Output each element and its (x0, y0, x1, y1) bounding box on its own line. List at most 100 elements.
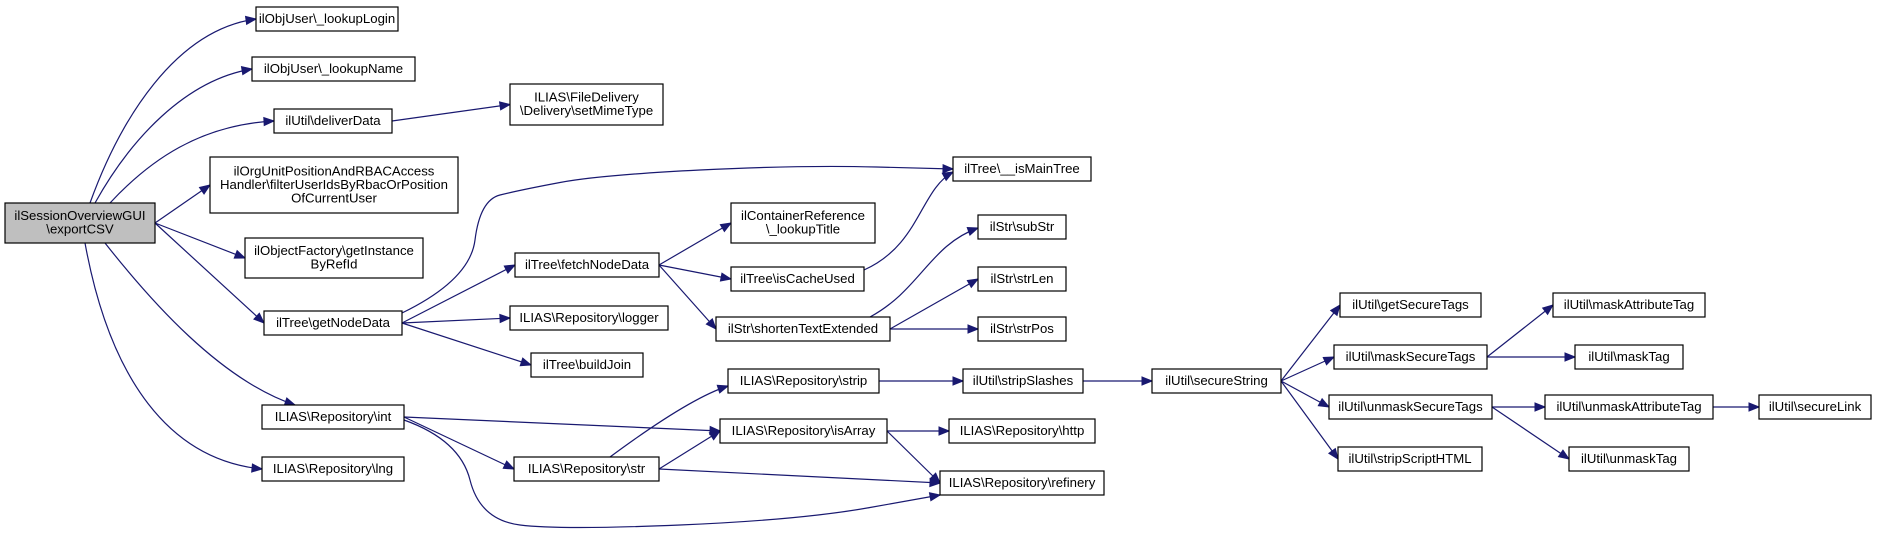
node-getSecureTags[interactable]: ilUtil\getSecureTags (1339, 292, 1482, 318)
node-box (1339, 292, 1482, 318)
node-lookupTitle[interactable]: ilContainerReference\_lookupTitle (730, 202, 876, 244)
node-lookupName[interactable]: ilObjUser\_lookupName (251, 56, 416, 82)
arrowhead (1557, 449, 1571, 460)
edge-str-to-refinery (658, 468, 942, 488)
node-str[interactable]: ILIAS\Repository\str (513, 456, 660, 482)
edge-deliverData-to-setMimeType (391, 101, 512, 122)
node-label: ilSessionOverviewGUI (14, 208, 145, 223)
edge-root-to-getNodeData (154, 222, 265, 324)
node-box (715, 316, 891, 342)
arrowhead (966, 227, 980, 236)
node-stripScriptHTML[interactable]: ilUtil\stripScriptHTML (1337, 446, 1483, 472)
node-label: ilTree\getNodeData (276, 315, 391, 330)
node-label: ilObjectFactory\getInstance (254, 243, 414, 258)
node-label: ilUtil\unmaskAttributeTag (1556, 399, 1701, 414)
node-label: ilUtil\deliverData (285, 113, 381, 128)
node-box (977, 266, 1067, 292)
edge-line (154, 222, 246, 259)
arrowhead (719, 222, 733, 233)
node-label: ilUtil\maskTag (1588, 349, 1669, 364)
edge-line (154, 184, 211, 224)
node-secureString[interactable]: ilUtil\secureString (1151, 368, 1282, 394)
edge-str-to-strip (609, 384, 730, 458)
node-isCacheUsed[interactable]: ilTree\isCacheUsed (730, 266, 865, 292)
node-unmaskSecureTags[interactable]: ilUtil\unmaskSecureTags (1328, 394, 1493, 420)
arrowhead (716, 384, 730, 394)
edge-root-to-getInstanceByRefId (154, 222, 247, 259)
node-lookupLogin[interactable]: ilObjUser\_lookupLogin (255, 6, 399, 32)
edge-root-to-filterUserIds (154, 184, 212, 224)
edge-line (154, 222, 265, 324)
edge-maskSecureTags-to-maskTag (1487, 352, 1577, 362)
node-unmaskAttributeTag[interactable]: ilUtil\unmaskAttributeTag (1544, 394, 1714, 420)
arrowhead (263, 116, 276, 127)
node-box (1574, 344, 1684, 370)
node-isArray[interactable]: ILIAS\Repository\isArray (719, 418, 888, 444)
node-box (1544, 394, 1714, 420)
node-stripSlashes[interactable]: ilUtil\stripSlashes (962, 368, 1084, 394)
node-box (719, 418, 888, 444)
node-label: ILIAS\Repository\http (960, 423, 1085, 438)
node-label: ilTree\fetchNodeData (525, 257, 650, 272)
node-setMimeType[interactable]: ILIAS\FileDelivery\Delivery\setMimeType (509, 83, 664, 126)
node-deliverData[interactable]: ilUtil\deliverData (273, 108, 393, 134)
node-box (730, 266, 865, 292)
edge-root-to-lng (84, 242, 264, 473)
node-label: ILIAS\Repository\str (528, 461, 646, 476)
node-strLen[interactable]: ilStr\strLen (977, 266, 1067, 292)
arrowhead (244, 15, 258, 26)
node-label: ilStr\shortenTextExtended (728, 321, 878, 336)
node-root[interactable]: ilSessionOverviewGUI\exportCSV (4, 202, 156, 244)
node-label: ilUtil\stripScriptHTML (1348, 451, 1471, 466)
node-fetchNodeData[interactable]: ilTree\fetchNodeData (514, 252, 660, 278)
node-buildJoin[interactable]: ilTree\buildJoin (530, 352, 644, 378)
edge-line (1486, 304, 1554, 358)
node-unmaskTag[interactable]: ilUtil\unmaskTag (1568, 446, 1690, 472)
node-secureLink[interactable]: ilUtil\secureLink (1758, 394, 1872, 420)
node-label: \Delivery\setMimeType (520, 103, 653, 118)
node-box (977, 316, 1067, 342)
edge-strip-to-stripSlashes (879, 376, 965, 386)
edge-stripSlashes-to-secureString (1083, 376, 1154, 386)
arrowhead (1748, 402, 1761, 412)
arrowhead (719, 272, 733, 282)
node-lng[interactable]: ILIAS\Repository\lng (261, 456, 405, 482)
node-label: ILIAS\Repository\isArray (732, 423, 876, 438)
edge-root-to-lookupLogin (89, 15, 258, 204)
edge-line (401, 165, 954, 314)
edge-line (1280, 380, 1339, 460)
node-box (1328, 394, 1493, 420)
node-strip[interactable]: ILIAS\Repository\strip (727, 368, 880, 394)
node-shortenTextExtended[interactable]: ilStr\shortenTextExtended (715, 316, 891, 342)
edge-fetchNodeData-to-shortenTextExtended (658, 264, 717, 331)
node-refinery[interactable]: ILIAS\Repository\refinery (939, 470, 1105, 496)
node-maskSecureTags[interactable]: ilUtil\maskSecureTags (1333, 344, 1488, 370)
edge-shortenTextExtended-to-subStr (869, 227, 980, 318)
node-box (513, 456, 660, 482)
node-subStr[interactable]: ilStr\subStr (977, 214, 1067, 240)
node-maskTag[interactable]: ilUtil\maskTag (1574, 344, 1684, 370)
node-getNodeData[interactable]: ilTree\getNodeData (263, 310, 403, 336)
node-maskAttributeTag[interactable]: ilUtil\maskAttributeTag (1552, 292, 1706, 318)
node-label: ilUtil\unmaskSecureTags (1338, 399, 1483, 414)
edge-int-to-str (403, 416, 516, 470)
node-int[interactable]: ILIAS\Repository\int (261, 404, 405, 430)
edge-getNodeData-to-isMainTree (401, 163, 955, 314)
edge-secureString-to-stripScriptHTML (1280, 380, 1339, 461)
node-isMainTree[interactable]: ilTree\__isMainTree (952, 156, 1092, 182)
node-http[interactable]: ILIAS\Repository\http (948, 418, 1096, 444)
node-box (509, 83, 664, 126)
node-logger[interactable]: ILIAS\Repository\logger (509, 305, 669, 331)
node-box (1758, 394, 1872, 420)
arrowhead (198, 184, 212, 195)
arrowhead (1534, 402, 1547, 412)
node-box (4, 202, 156, 244)
node-box (962, 368, 1084, 394)
node-label: ilContainerReference (741, 208, 865, 223)
node-filterUserIds[interactable]: ilOrgUnitPositionAndRBACAccessHandler\fi… (209, 156, 459, 214)
node-strPos[interactable]: ilStr\strPos (977, 316, 1067, 342)
arrowhead (233, 249, 247, 259)
arrowhead (705, 318, 717, 331)
